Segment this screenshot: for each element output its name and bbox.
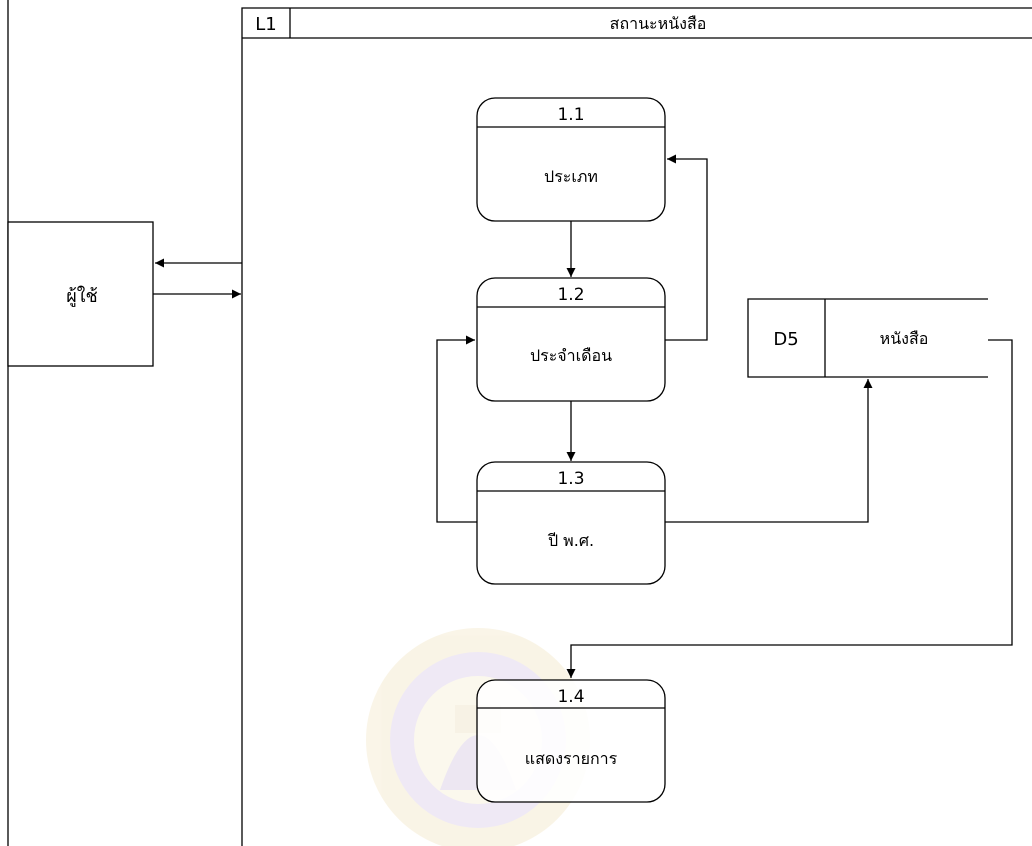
external-entity-label: ผู้ใช้ xyxy=(66,285,98,307)
process-number: 1.4 xyxy=(557,687,584,707)
external-entity-box xyxy=(7,221,154,367)
process-box xyxy=(476,461,666,585)
process-1-2[interactable]: 1.2 ประจำเดือน xyxy=(476,277,666,402)
swimlane: L1 สถานะหนังสือ xyxy=(241,7,1032,846)
data-store-d5[interactable]: D5 หนังสือ xyxy=(747,298,988,378)
swimlane-frame xyxy=(241,7,1032,846)
process-label: ปี พ.ศ. xyxy=(548,531,595,550)
flow-1-2-to-1-1 xyxy=(665,154,708,341)
process-1-1[interactable]: 1.1 ประเภท xyxy=(476,97,666,222)
flow-1-3-to-1-2 xyxy=(436,335,477,523)
process-label: ประจำเดือน xyxy=(530,346,612,365)
process-1-3[interactable]: 1.3 ปี พ.ศ. xyxy=(476,461,666,585)
process-number: 1.2 xyxy=(557,285,584,305)
process-1-4[interactable]: 1.4 แสดงรายการ xyxy=(476,679,666,803)
external-entity-user[interactable]: ผู้ใช้ xyxy=(7,221,154,367)
data-store-label: หนังสือ xyxy=(880,329,929,348)
process-number: 1.3 xyxy=(557,469,584,489)
flow-1-3-to-data-store xyxy=(665,379,873,523)
flow-data-store-to-1-4 xyxy=(566,339,1013,678)
process-label: แสดงรายการ xyxy=(525,749,618,768)
data-flows xyxy=(153,154,1013,678)
data-store-outline xyxy=(747,298,988,378)
process-number: 1.1 xyxy=(557,105,584,125)
process-label: ประเภท xyxy=(544,167,598,186)
process-box xyxy=(476,679,666,803)
swimlane-id: L1 xyxy=(255,14,276,35)
swimlane-title: สถานะหนังสือ xyxy=(610,14,707,33)
data-store-id: D5 xyxy=(773,329,798,350)
